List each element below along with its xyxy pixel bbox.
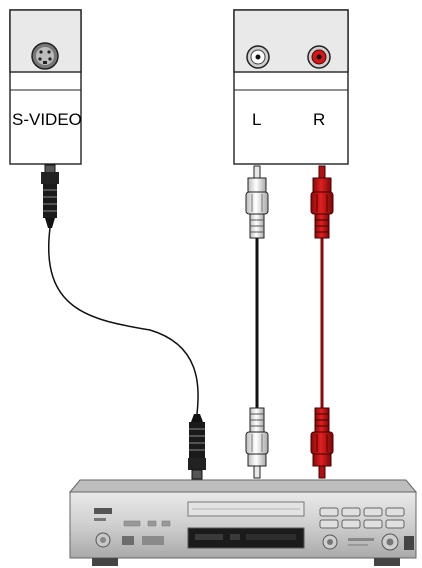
dvd-player xyxy=(68,479,418,566)
audio-panel xyxy=(233,9,349,165)
svideo-jack-icon xyxy=(31,42,59,70)
volume-knob[interactable] xyxy=(381,533,399,551)
svideo-plug-bottom xyxy=(188,414,206,480)
rca-jack-red-icon xyxy=(307,45,331,69)
svideo-panel xyxy=(9,9,82,165)
audio-right-label: R xyxy=(313,110,326,129)
jog-knob[interactable] xyxy=(322,534,338,550)
svideo-cable xyxy=(48,227,199,415)
svideo-label: S-VIDEO xyxy=(12,110,82,129)
rca-plug-white-top xyxy=(245,165,269,239)
transport-buttons[interactable] xyxy=(319,507,405,529)
svideo-plug-top xyxy=(41,164,59,228)
rca-plug-red-bottom xyxy=(310,407,334,479)
rca-plug-red-top xyxy=(310,165,334,239)
display-window xyxy=(187,527,305,549)
disc-tray xyxy=(187,501,305,517)
rca-plug-white-bottom xyxy=(245,407,269,479)
rca-jack-white-icon xyxy=(246,45,270,69)
power-button[interactable] xyxy=(95,532,111,548)
audio-left-label: L xyxy=(252,110,262,129)
